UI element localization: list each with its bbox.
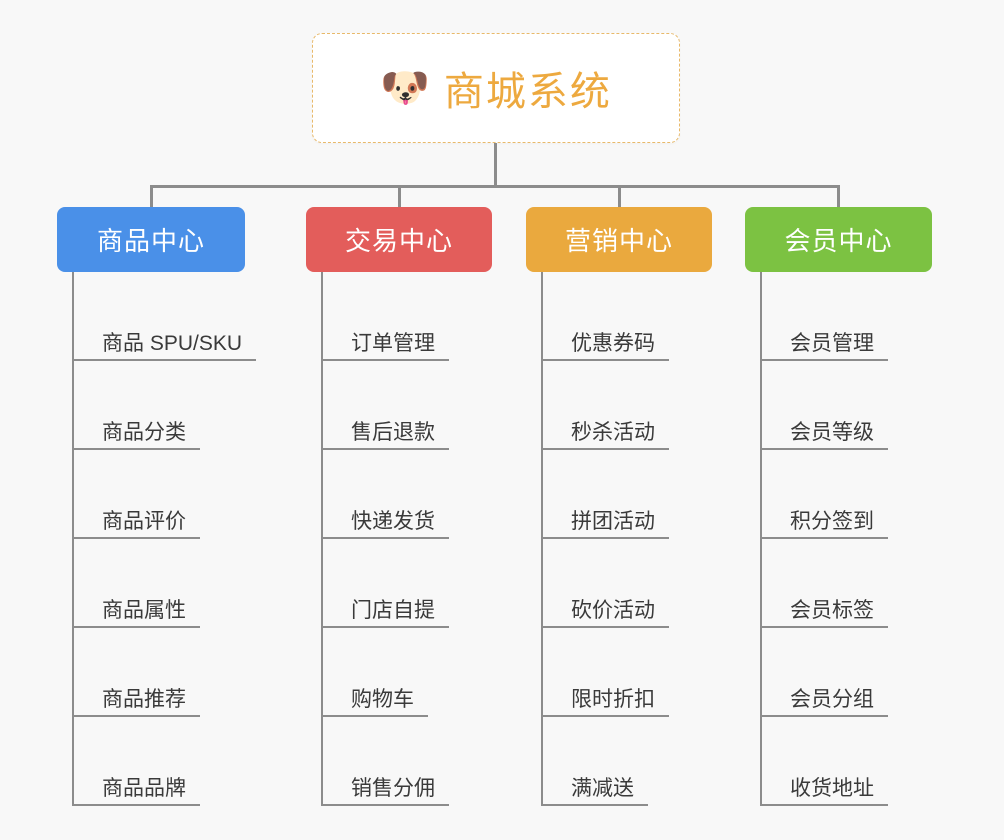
branch-column-product-center: 商品中心商品 SPU/SKU 商品分类商品评价商品属性商品推荐商品品牌	[57, 207, 257, 806]
list-item[interactable]: 商品分类	[74, 361, 256, 450]
list-item[interactable]: 会员管理	[762, 272, 888, 361]
leaf-label: 订单管理	[323, 332, 449, 361]
list-item[interactable]: 砍价活动	[543, 539, 669, 628]
leaf-label: 销售分佣	[323, 777, 449, 806]
list-item[interactable]: 购物车	[323, 628, 449, 717]
list-item[interactable]: 满减送	[543, 717, 669, 806]
leaf-list-product-center: 商品 SPU/SKU 商品分类商品评价商品属性商品推荐商品品牌	[72, 272, 257, 806]
list-item[interactable]: 收货地址	[762, 717, 888, 806]
list-item[interactable]: 商品属性	[74, 539, 256, 628]
leaf-label: 积分签到	[762, 510, 888, 539]
leaf-label: 会员标签	[762, 599, 888, 628]
leaf-label: 秒杀活动	[543, 421, 669, 450]
list-item[interactable]: 快递发货	[323, 450, 449, 539]
list-item[interactable]: 商品推荐	[74, 628, 256, 717]
list-item[interactable]: 商品 SPU/SKU	[74, 272, 257, 361]
connector-branch-stem-3	[618, 185, 621, 209]
leaf-label: 满减送	[543, 777, 648, 806]
leaf-label: 商品属性	[74, 599, 200, 628]
leaf-label: 商品推荐	[74, 688, 200, 717]
leaf-label: 门店自提	[323, 599, 449, 628]
connector-branch-stem-4	[837, 185, 840, 209]
leaf-label: 会员等级	[762, 421, 888, 450]
list-item[interactable]: 会员标签	[762, 539, 888, 628]
category-label: 会员中心	[784, 226, 893, 256]
list-item[interactable]: 商品品牌	[74, 717, 256, 806]
branch-column-trade-center: 交易中心订单管理售后退款快递发货门店自提购物车销售分佣	[306, 207, 492, 806]
list-item[interactable]: 销售分佣	[323, 717, 449, 806]
leaf-label: 收货地址	[762, 777, 888, 806]
connector-horizontal-bus	[150, 185, 840, 188]
leaf-label: 优惠券码	[543, 332, 669, 361]
category-box-trade-center[interactable]: 交易中心	[306, 207, 492, 272]
leaf-label: 售后退款	[323, 421, 449, 450]
category-box-product-center[interactable]: 商品中心	[57, 207, 245, 272]
category-label: 交易中心	[344, 226, 453, 256]
leaf-label: 限时折扣	[543, 688, 669, 717]
shiba-dog-face-icon: 🐶	[380, 66, 430, 110]
list-item[interactable]: 商品评价	[74, 450, 256, 539]
category-box-member-center[interactable]: 会员中心	[745, 207, 932, 272]
branch-column-member-center: 会员中心会员管理会员等级积分签到会员标签会员分组收货地址	[745, 207, 932, 806]
list-item[interactable]: 限时折扣	[543, 628, 669, 717]
connector-branch-stem-2	[398, 185, 401, 209]
list-item[interactable]: 秒杀活动	[543, 361, 669, 450]
leaf-label: 砍价活动	[543, 599, 669, 628]
leaf-list-member-center: 会员管理会员等级积分签到会员标签会员分组收货地址	[760, 272, 888, 806]
list-item[interactable]: 售后退款	[323, 361, 449, 450]
list-item[interactable]: 会员等级	[762, 361, 888, 450]
list-item[interactable]: 积分签到	[762, 450, 888, 539]
leaf-label: 会员分组	[762, 688, 888, 717]
connector-branch-stem-1	[150, 185, 153, 209]
category-label: 营销中心	[564, 226, 673, 256]
leaf-label: 购物车	[323, 688, 428, 717]
leaf-label: 商品分类	[74, 421, 200, 450]
list-item[interactable]: 订单管理	[323, 272, 449, 361]
leaf-label: 商品品牌	[74, 777, 200, 806]
list-item[interactable]: 拼团活动	[543, 450, 669, 539]
branch-column-marketing-center: 营销中心优惠券码秒杀活动拼团活动砍价活动限时折扣满减送	[526, 207, 712, 806]
list-item[interactable]: 门店自提	[323, 539, 449, 628]
leaf-label: 快递发货	[323, 510, 449, 539]
leaf-label: 商品评价	[74, 510, 200, 539]
category-box-marketing-center[interactable]: 营销中心	[526, 207, 712, 272]
root-node-label: 商城系统	[443, 70, 612, 114]
connector-root-stem	[494, 143, 497, 187]
leaf-label: 会员管理	[762, 332, 888, 361]
leaf-label: 商品 SPU/SKU	[74, 332, 257, 361]
leaf-list-trade-center: 订单管理售后退款快递发货门店自提购物车销售分佣	[321, 272, 449, 806]
root-node[interactable]: 🐶 商城系统	[312, 33, 680, 143]
list-item[interactable]: 会员分组	[762, 628, 888, 717]
list-item[interactable]: 优惠券码	[543, 272, 669, 361]
category-label: 商品中心	[96, 226, 205, 256]
leaf-label: 拼团活动	[543, 510, 669, 539]
leaf-list-marketing-center: 优惠券码秒杀活动拼团活动砍价活动限时折扣满减送	[541, 272, 669, 806]
